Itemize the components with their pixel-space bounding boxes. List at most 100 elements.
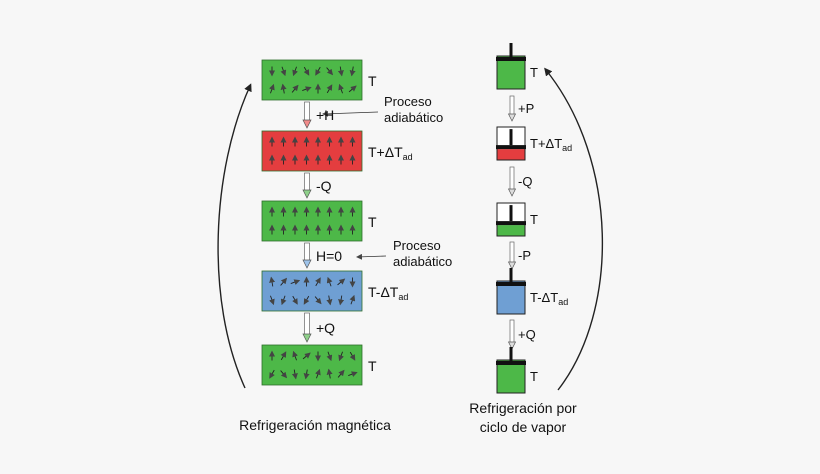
cylinder-fluid (497, 56, 525, 89)
magnetic-moment-arrow (280, 370, 288, 379)
process-step-arrow (302, 172, 312, 199)
vapor-caption-line: Refrigeración por (469, 400, 577, 416)
step-arrow-shaft (304, 242, 310, 262)
magnetic-temp-label: T-ΔTad (368, 284, 409, 302)
piston-rod (509, 129, 513, 146)
magnetic-moment-arrow (303, 369, 310, 380)
process-step-arrow (507, 166, 517, 197)
vapor-temp-label: T (530, 369, 538, 384)
magnetic-moment-arrow (326, 276, 333, 287)
note-pointer-line (322, 110, 379, 117)
magnetic-temp-label: T (368, 358, 377, 374)
magnetic-material-block (261, 200, 363, 242)
magnetic-moment-arrow (291, 84, 299, 93)
step-arrow-head (302, 119, 312, 129)
magnetic-temp-label: T (368, 214, 377, 230)
magnetic-step-label: -Q (316, 177, 332, 194)
vapor-cylinder (496, 126, 526, 161)
piston-rod (509, 205, 513, 222)
magnetic-moment-arrow (338, 351, 344, 362)
note-line: adiabático (393, 254, 453, 269)
cylinder-fluid (497, 360, 525, 393)
vapor-cylinder (496, 202, 526, 237)
adiabatic-process-note: Proceso adiabático (393, 238, 452, 270)
vapor-step-label: +P (518, 100, 535, 116)
magnetic-step-label: +H (316, 107, 335, 123)
magnetic-moment-arrow (315, 66, 321, 76)
block-body (261, 130, 363, 172)
magnetic-moment-arrow (302, 352, 311, 360)
step-arrow-head (302, 189, 312, 199)
piston-head (496, 221, 526, 226)
magnetic-moment-arrow (280, 351, 287, 361)
vapor-cylinder (496, 347, 526, 394)
note-line: Proceso (384, 94, 432, 109)
cylinder-fluid (497, 225, 525, 236)
cylinder-fluid (497, 281, 525, 314)
magnetic-moment-arrow (337, 66, 344, 77)
note-pointer-line (356, 253, 387, 260)
magnetic-moment-arrow (280, 66, 287, 77)
magnetic-moment-arrow (326, 368, 333, 379)
step-arrow-shaft (304, 101, 310, 122)
cylinder-fluid (497, 149, 525, 160)
cylinder-outline (496, 126, 526, 161)
magnetic-moment-arrow (326, 351, 333, 362)
process-step-arrow (507, 95, 517, 122)
magnetic-moment-arrow (269, 83, 275, 94)
magnetic-material-block (261, 59, 363, 101)
magnetic-moment-arrow (280, 83, 287, 94)
magnetic-moment-arrow (292, 350, 298, 361)
magnetic-moment-arrow (348, 85, 357, 93)
magnetic-caption: Refrigeración magnética (239, 417, 391, 433)
step-arrow-head (507, 188, 517, 197)
piston-rod (509, 268, 513, 282)
magnetic-material-block (261, 344, 363, 386)
step-arrow-shaft (304, 312, 310, 336)
vapor-caption-line: ciclo de vapor (479, 419, 567, 435)
cycle-return-arrow (217, 83, 252, 389)
vapor-step-label: -Q (518, 173, 533, 189)
process-step-arrow (507, 241, 517, 270)
magnetic-moment-arrow (315, 277, 321, 287)
cycle-return-arrow (544, 67, 603, 391)
process-step-arrow (302, 242, 312, 269)
magnetic-moment-arrow (292, 295, 298, 305)
piston-head (496, 282, 526, 286)
magnetic-moment-arrow (269, 369, 275, 379)
magnetic-moment-arrow (269, 295, 275, 306)
step-arrow-head (302, 259, 312, 269)
magnetic-moment-arrow (348, 371, 358, 377)
magnetic-moment-arrow (337, 278, 346, 286)
vapor-step-label: +Q (518, 326, 536, 342)
step-arrow-shaft (509, 319, 515, 344)
note-line: adiabático (384, 110, 444, 125)
magnetic-moment-arrow (314, 296, 322, 305)
magnetic-moment-arrow (290, 279, 301, 285)
magnetic-moment-arrow (349, 351, 356, 361)
magnetic-moment-arrow (349, 66, 356, 77)
vapor-step-label: -P (518, 247, 531, 263)
piston-head (496, 361, 526, 365)
vapor-cylinder (496, 43, 526, 90)
piston-head (496, 145, 526, 150)
process-step-arrow (302, 101, 312, 129)
process-step-arrow (507, 319, 517, 350)
step-arrow-shaft (509, 241, 515, 264)
magnetic-moment-arrow (338, 295, 345, 306)
magnetic-moment-arrow (303, 295, 310, 305)
step-arrow-shaft (509, 166, 515, 191)
magnetic-moment-arrow (302, 86, 312, 92)
step-arrow-head (507, 261, 517, 270)
magnetic-moment-arrow (280, 295, 287, 306)
adiabatic-process-note: Proceso adiabático (384, 94, 443, 126)
magnetic-moment-arrow (315, 368, 321, 379)
block-body (261, 200, 363, 242)
piston-rod (509, 347, 513, 361)
magnetic-moment-arrow (326, 295, 333, 306)
magnetic-moment-arrow (269, 276, 276, 287)
magnetic-moment-arrow (291, 369, 298, 380)
note-line: Proceso (393, 238, 441, 253)
